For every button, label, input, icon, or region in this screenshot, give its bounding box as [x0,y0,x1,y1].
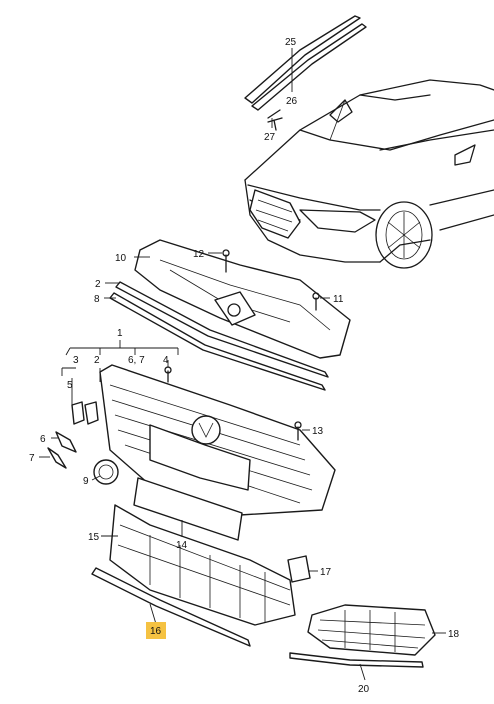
callout-8: 8 [94,294,100,305]
callout-11: 11 [333,294,344,305]
callout-brackets [61,340,179,376]
callout-25: 25 [285,37,297,48]
license-plate-holder [133,477,243,541]
callout-16: 16 [150,626,162,637]
callout-12: 12 [193,249,205,260]
leader-lines [39,48,446,681]
callout-10: 10 [115,253,127,264]
callout-6-7: 6, 7 [128,355,145,366]
callout-7: 7 [29,453,35,464]
callout-14: 14 [176,540,188,551]
callout-5: 5 [67,380,73,391]
callout-3: 3 [73,355,79,366]
callout-26: 26 [286,96,298,107]
roof-trim-strips [244,15,367,131]
callout-17: 17 [320,567,332,578]
callout-1: 1 [117,328,123,339]
callout-18: 18 [448,629,460,640]
callout-27: 27 [264,132,276,143]
callout-15: 15 [88,532,100,543]
small-clips [47,366,302,485]
callout-2-lower: 2 [94,355,100,366]
side-grille [289,604,436,668]
grille-carrier [134,239,351,359]
callout-labels: 25 26 27 10 12 2 8 11 1 3 2 6, 7 4 5 6 7… [29,37,460,695]
highlight-box-16 [146,622,166,639]
callout-4: 4 [163,355,169,366]
callout-2-upper: 2 [95,279,101,290]
car-illustration [244,79,494,269]
callout-9: 9 [83,476,89,487]
callout-6: 6 [40,434,46,445]
trim-strip-16 [91,567,251,647]
main-grille [99,364,336,516]
lower-grille [109,504,311,626]
callout-13: 13 [312,426,324,437]
callout-20: 20 [358,684,370,695]
